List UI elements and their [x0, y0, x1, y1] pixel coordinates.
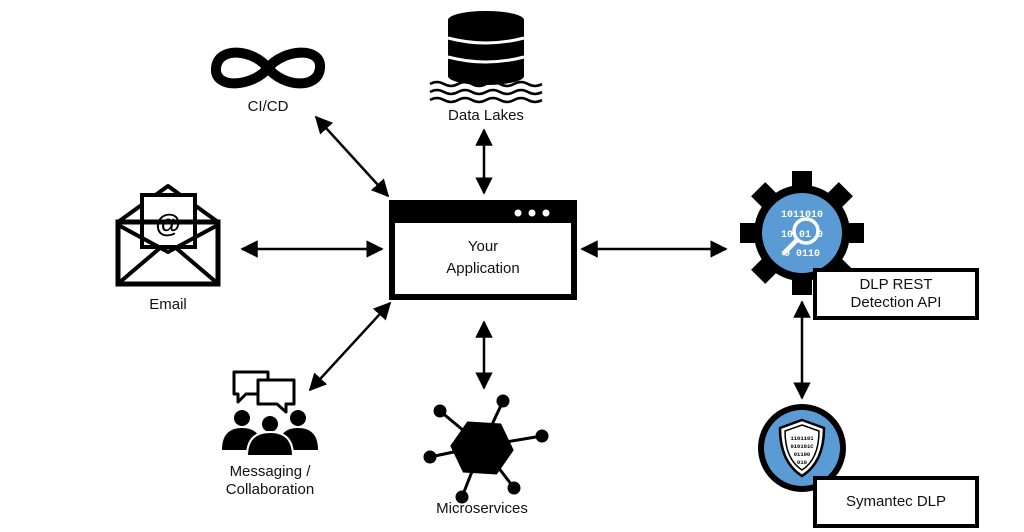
svg-text:1101101: 1101101	[790, 435, 814, 442]
magnifier-icon	[781, 217, 820, 256]
messaging-label: Messaging / Collaboration	[200, 463, 340, 499]
shield-binary-text: 1101101 010101C 01100 010	[790, 435, 814, 466]
svg-text:10 01 0: 10 01 0	[781, 230, 823, 241]
arrow-messaging-app	[308, 301, 392, 392]
email-label: Email	[149, 296, 187, 313]
svg-text:0 0110: 0 0110	[784, 249, 820, 260]
envelope-icon: @	[115, 184, 221, 287]
dlp-api-label-line2: Detection API	[850, 294, 942, 311]
dlp-api-label-line1: DLP REST	[859, 276, 933, 293]
people-chat-icon	[222, 370, 318, 457]
window-dot-icon	[514, 209, 522, 217]
dlp-rest-api-box: DLP REST Detection API	[813, 268, 979, 320]
svg-text:010101C: 010101C	[790, 443, 814, 450]
your-application-label: Your Application	[392, 238, 574, 278]
shield-icon	[758, 404, 846, 492]
svg-text:010: 010	[797, 459, 807, 466]
infinity-icon	[211, 47, 325, 89]
database-icon	[429, 11, 543, 104]
svg-text:1011010: 1011010	[781, 210, 823, 221]
connectors	[240, 115, 811, 400]
microservices-label: Microservices	[436, 500, 528, 517]
data-lakes-label: Data Lakes	[448, 107, 524, 124]
messaging-label-line2: Collaboration	[225, 481, 315, 498]
your-application-window	[389, 200, 577, 300]
cicd-label: CI/CD	[247, 98, 289, 115]
window-dot-icon	[542, 209, 550, 217]
app-label-line1: Your	[467, 238, 499, 255]
arrow-cicd-app	[314, 115, 390, 198]
symantec-dlp-box: Symantec DLP	[813, 476, 979, 528]
symantec-dlp-label: Symantec DLP	[845, 493, 947, 510]
window-dot-icon	[528, 209, 536, 217]
app-label-line2: Application	[446, 260, 520, 277]
microservices-network-icon	[423, 394, 549, 504]
messaging-label-line1: Messaging /	[229, 463, 311, 480]
svg-text:01100: 01100	[794, 451, 811, 458]
binary-text: 1011010 10 01 0 0 0110	[781, 210, 823, 260]
